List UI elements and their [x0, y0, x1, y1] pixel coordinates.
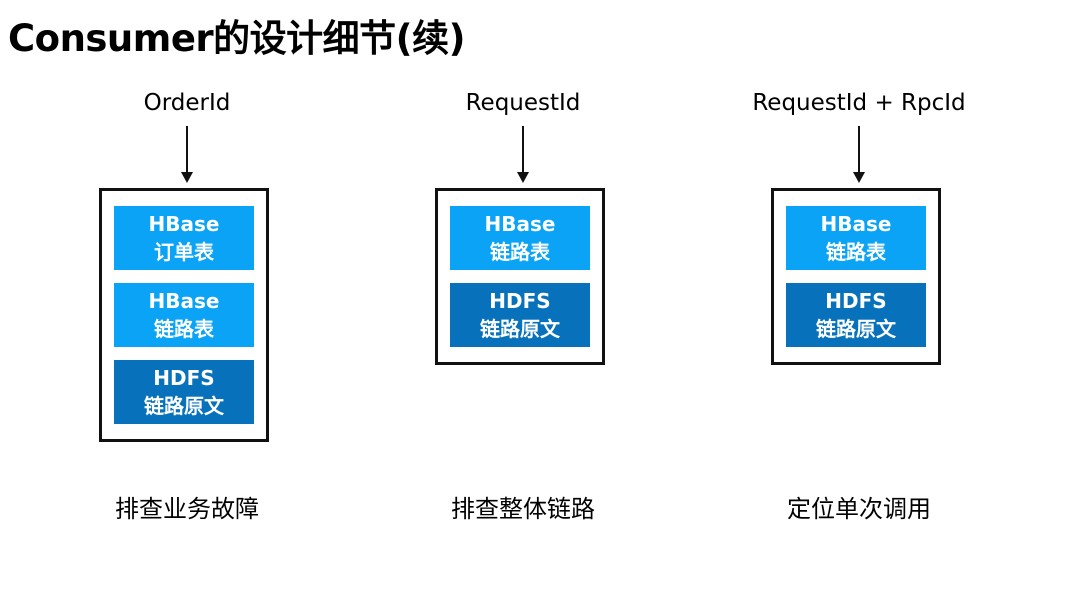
hdfs-raw-trace-block: HDFS 链路原文 [786, 283, 926, 347]
store-system-label: HDFS [489, 289, 551, 313]
store-table-label: 链路原文 [480, 317, 560, 341]
hbase-trace-table-block: HBase 链路表 [114, 283, 254, 347]
store-system-label: HBase [820, 212, 892, 236]
purpose-label: 排查业务故障 [115, 495, 259, 523]
store-table-label: 订单表 [154, 240, 214, 264]
query-key-label: RequestId [465, 90, 581, 116]
store-system-label: HBase [484, 212, 556, 236]
hbase-order-table-block: HBase 订单表 [114, 206, 254, 270]
store-table-label: 链路原文 [816, 317, 896, 341]
hbase-trace-table-block: HBase 链路表 [786, 206, 926, 270]
store-table-label: 链路原文 [144, 394, 224, 418]
storage-box: HBase 链路表 HDFS 链路原文 [771, 188, 941, 365]
purpose-label: 定位单次调用 [787, 495, 931, 523]
hdfs-raw-trace-block: HDFS 链路原文 [114, 360, 254, 424]
down-arrow-icon [517, 126, 529, 183]
down-arrow-icon [853, 126, 865, 183]
hbase-trace-table-block: HBase 链路表 [450, 206, 590, 270]
storage-box: HBase 链路表 HDFS 链路原文 [435, 188, 605, 365]
down-arrow-icon [181, 126, 193, 183]
store-system-label: HBase [148, 212, 220, 236]
store-system-label: HBase [148, 289, 220, 313]
storage-box: HBase 订单表 HBase 链路表 HDFS 链路原文 [99, 188, 269, 442]
query-key-label: OrderId [143, 90, 231, 116]
hdfs-raw-trace-block: HDFS 链路原文 [450, 283, 590, 347]
store-table-label: 链路表 [490, 240, 550, 264]
query-key-label: RequestId + RpcId [752, 90, 966, 116]
store-table-label: 链路表 [826, 240, 886, 264]
purpose-label: 排查整体链路 [451, 495, 595, 523]
store-system-label: HDFS [825, 289, 887, 313]
store-table-label: 链路表 [154, 317, 214, 341]
store-system-label: HDFS [153, 366, 215, 390]
page-title: Consumer的设计细节(续) [8, 17, 466, 60]
